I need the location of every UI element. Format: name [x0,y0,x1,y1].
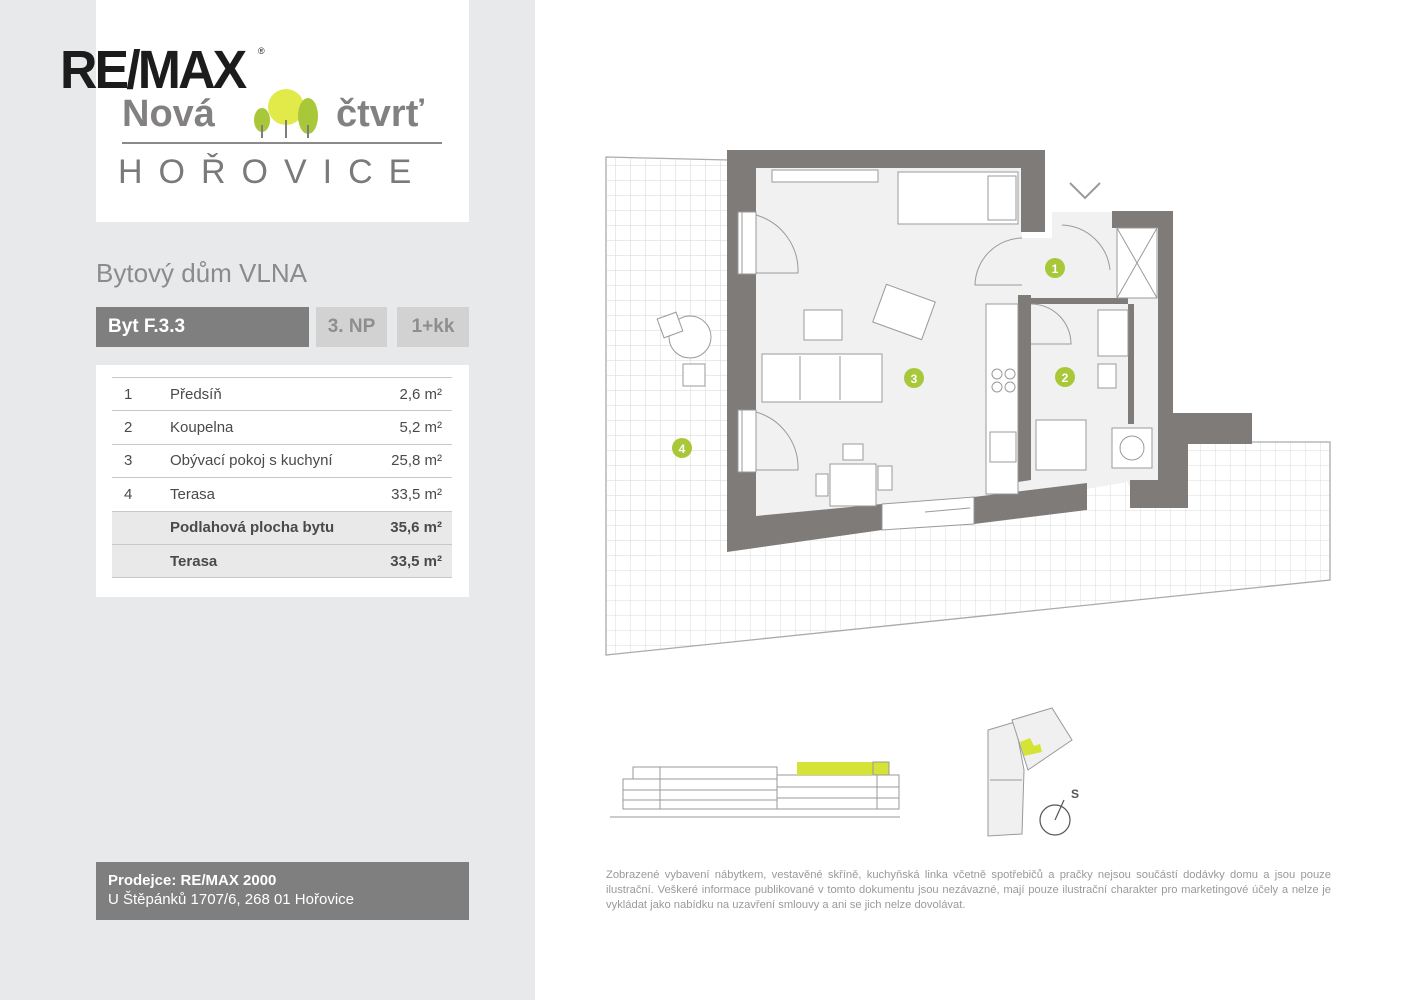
compass-label: S [1071,787,1079,801]
layout-tag: 1+kk [397,307,469,347]
project-name-word1: Nová [122,93,215,135]
table-row: 1 Předsíň 2,6 m² [112,376,452,412]
total-area: 33,5 m² [374,544,452,579]
disclaimer-text: Zobrazené vybavení nábytkem, vestavěné s… [606,869,1331,911]
room-name: Terasa [170,477,375,512]
room-marker-3 [904,368,924,388]
room-marker-2 [1055,367,1075,387]
room-area: 25,8 m² [374,444,452,479]
entrance-arrow-icon [1069,182,1101,200]
room-number: 2 [112,410,170,445]
room-number: 3 [112,444,170,479]
table-row: 2 Koupelna 5,2 m² [112,410,452,445]
room-number: 1 [112,376,170,412]
room-marker-label: 3 [911,372,918,386]
room-number: 4 [112,477,170,512]
logo-divider [122,142,442,144]
room-name: Předsíň [170,376,375,412]
unit-highlight [797,762,873,775]
total-label: Terasa [170,544,375,579]
room-marker-4 [672,438,692,458]
total-area: 35,6 m² [374,511,452,545]
table-row: 3 Obývací pokoj s kuchyní 25,8 m² [112,444,452,479]
total-label: Podlahová plocha bytu [170,511,375,545]
building-elevation [610,761,900,818]
seller-label: Prodejce: RE/MAX 2000 [108,872,277,889]
room-marker-label: 2 [1062,371,1069,385]
room-marker-label: 1 [1052,262,1059,276]
floor-plan: 1 2 3 4 [605,150,1331,656]
trees-logo-icon [254,89,318,138]
total-row: Terasa 33,5 m² [112,544,452,579]
room-area-table: 1 Předsíň 2,6 m² 2 Koupelna 5,2 m² 3 Obý… [112,376,452,579]
room-marker-1 [1045,258,1065,278]
room-area-table-panel: 1 Předsíň 2,6 m² 2 Koupelna 5,2 m² 3 Obý… [96,365,469,597]
room-marker-label: 4 [679,442,686,456]
unit-location-highlight [1020,738,1042,756]
building-title: Bytový dům VLNA [96,258,307,288]
unit-name-tag: Byt F.3.3 [96,307,309,347]
table-row: 4 Terasa 33,5 m² [112,477,452,512]
room-area: 33,5 m² [374,477,452,512]
total-row: Podlahová plocha bytu 35,6 m² [112,511,452,545]
remax-logo: RE/MAX [60,40,247,100]
room-name: Obývací pokoj s kuchyní [170,444,375,479]
town-name: HOŘOVICE [118,153,428,191]
registered-mark: ® [258,46,265,56]
room-area: 5,2 m² [374,410,452,445]
floor-tag: 3. NP [316,307,387,347]
seller-box: Prodejce: RE/MAX 2000 U Štěpánků 1707/6,… [96,862,469,920]
site-plan: S [987,707,1079,837]
seller-address: U Štěpánků 1707/6, 268 01 Hořovice [108,891,354,908]
project-name-word2: čtvrť [336,93,424,135]
apartment-floor [756,168,1170,500]
room-area: 2,6 m² [374,376,452,412]
compass-icon [1039,804,1071,836]
room-name: Koupelna [170,410,375,445]
